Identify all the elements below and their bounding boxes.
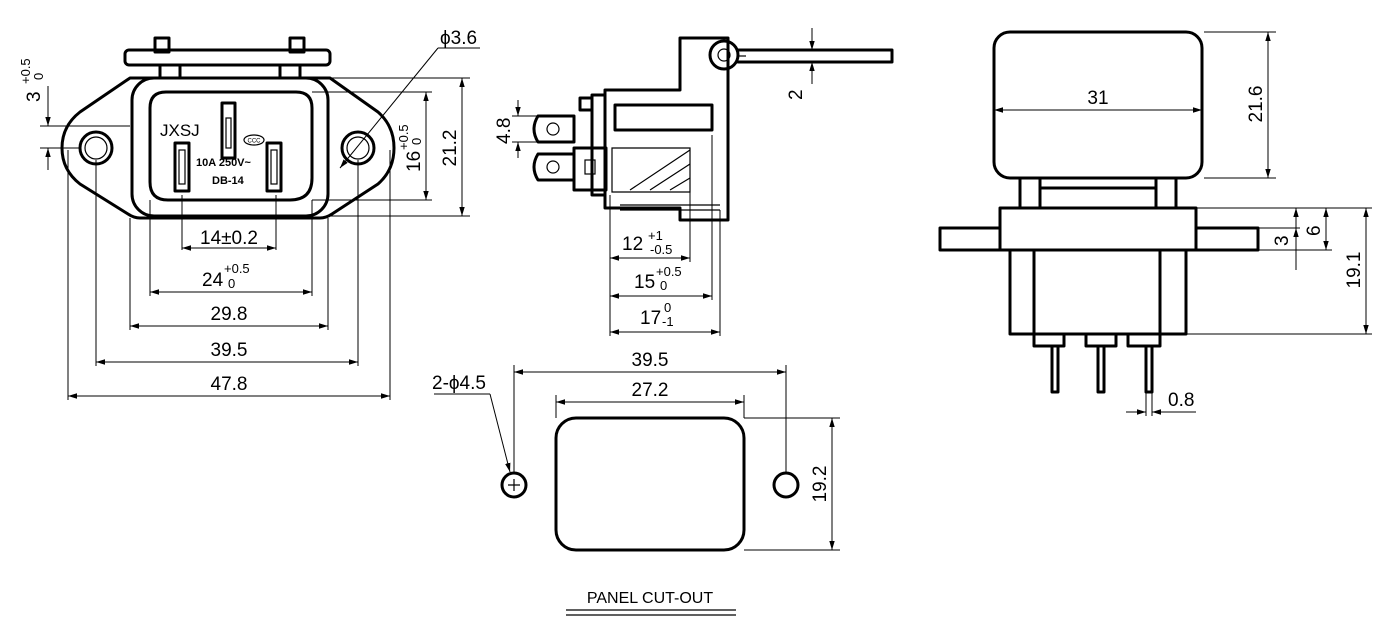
dim-4-8: 4.8 bbox=[494, 118, 515, 144]
dim-12-tol-upper: +1 bbox=[648, 228, 663, 243]
dim-24-tol-upper: +0.5 bbox=[224, 261, 250, 276]
terminal-lower bbox=[532, 152, 576, 182]
dim-3-tol-lower: 0 bbox=[31, 73, 46, 80]
top-body bbox=[1008, 248, 1188, 336]
pivot-circle bbox=[708, 39, 740, 71]
dim-31: 31 bbox=[1087, 88, 1108, 109]
dim-hole-diameter: ϕ3.6 bbox=[440, 28, 477, 49]
dim-15-tol-upper: +0.5 bbox=[656, 264, 682, 279]
socket-face bbox=[148, 90, 314, 202]
dim-29-8: 29.8 bbox=[211, 304, 248, 325]
clip-lever bbox=[736, 48, 894, 64]
cutout-hole-label: 2-ϕ4.5 bbox=[432, 373, 486, 394]
cutout-dim-39-5: 39.5 bbox=[632, 350, 669, 371]
side-body bbox=[603, 36, 730, 222]
dim-16: 16 bbox=[404, 151, 425, 172]
dim-15-tol-lower: 0 bbox=[660, 278, 667, 293]
dim-47-8: 47.8 bbox=[211, 374, 248, 395]
dim-17-tol-lower: -1 bbox=[662, 314, 674, 329]
dim-2: 2 bbox=[786, 89, 807, 100]
cutout-dim-19-2: 19.2 bbox=[810, 466, 831, 503]
dim-3-tol-upper: +0.5 bbox=[18, 58, 33, 84]
dim-3-top: 3 bbox=[1272, 235, 1293, 246]
terminal-upper bbox=[532, 114, 576, 144]
cutout-hole-right bbox=[772, 471, 800, 499]
neutral-pin bbox=[265, 141, 283, 193]
dim-12: 12 bbox=[622, 234, 643, 255]
earth-pin bbox=[220, 101, 237, 160]
dim-12-tol-lower: -0.5 bbox=[650, 242, 672, 257]
terminal-pins bbox=[1032, 332, 1162, 348]
cutout-dim-27-2: 27.2 bbox=[632, 380, 669, 401]
dim-39-5: 39.5 bbox=[211, 340, 248, 361]
dim-6: 6 bbox=[1304, 225, 1325, 236]
top-flange bbox=[938, 226, 1260, 252]
dim-21-6: 21.6 bbox=[1246, 86, 1267, 123]
cutout-title: PANEL CUT-OUT bbox=[587, 590, 713, 607]
ccc-mark-label: CCC bbox=[248, 139, 262, 145]
dim-14: 14±0.2 bbox=[200, 228, 258, 249]
dim-24: 24 bbox=[202, 270, 224, 291]
dim-17-tol-upper: 0 bbox=[664, 300, 671, 315]
dim-16-tol-upper: +0.5 bbox=[396, 124, 411, 150]
front-view: JXSJ CCC 10A 250V~ DB-14 14±0.2 24 +0.5 … bbox=[18, 28, 480, 400]
dim-21-2: 21.2 bbox=[440, 130, 461, 167]
dim-0-8: 0.8 bbox=[1168, 390, 1194, 411]
line-pin bbox=[173, 141, 191, 193]
dim-19-1: 19.1 bbox=[1344, 252, 1365, 289]
panel-cutout: 39.5 27.2 19.2 2-ϕ4.5 PANEL CUT-OUT bbox=[432, 350, 840, 616]
cutout-hole-left bbox=[500, 471, 528, 499]
cover bbox=[992, 30, 1204, 180]
dim-17: 17 bbox=[640, 308, 661, 329]
dim-16-tol-lower: 0 bbox=[409, 138, 424, 145]
model-label: DB-14 bbox=[212, 175, 245, 187]
rating-label: 10A 250V~ bbox=[196, 157, 252, 169]
socket-body bbox=[130, 76, 330, 218]
side-view: 2 4.8 12 +1 -0.5 15 +0.5 0 17 0 -1 bbox=[494, 28, 894, 336]
brand-label: JXSJ bbox=[160, 121, 200, 140]
ccc-mark-icon bbox=[243, 134, 265, 146]
dim-15: 15 bbox=[634, 272, 655, 293]
dim-3: 3 bbox=[24, 91, 45, 102]
top-clip bbox=[123, 48, 332, 67]
top-view: 31 21.6 3 6 19.1 0.8 bbox=[938, 30, 1372, 416]
cutout-rectangle bbox=[554, 416, 746, 552]
dim-24-tol-lower: 0 bbox=[228, 276, 235, 291]
